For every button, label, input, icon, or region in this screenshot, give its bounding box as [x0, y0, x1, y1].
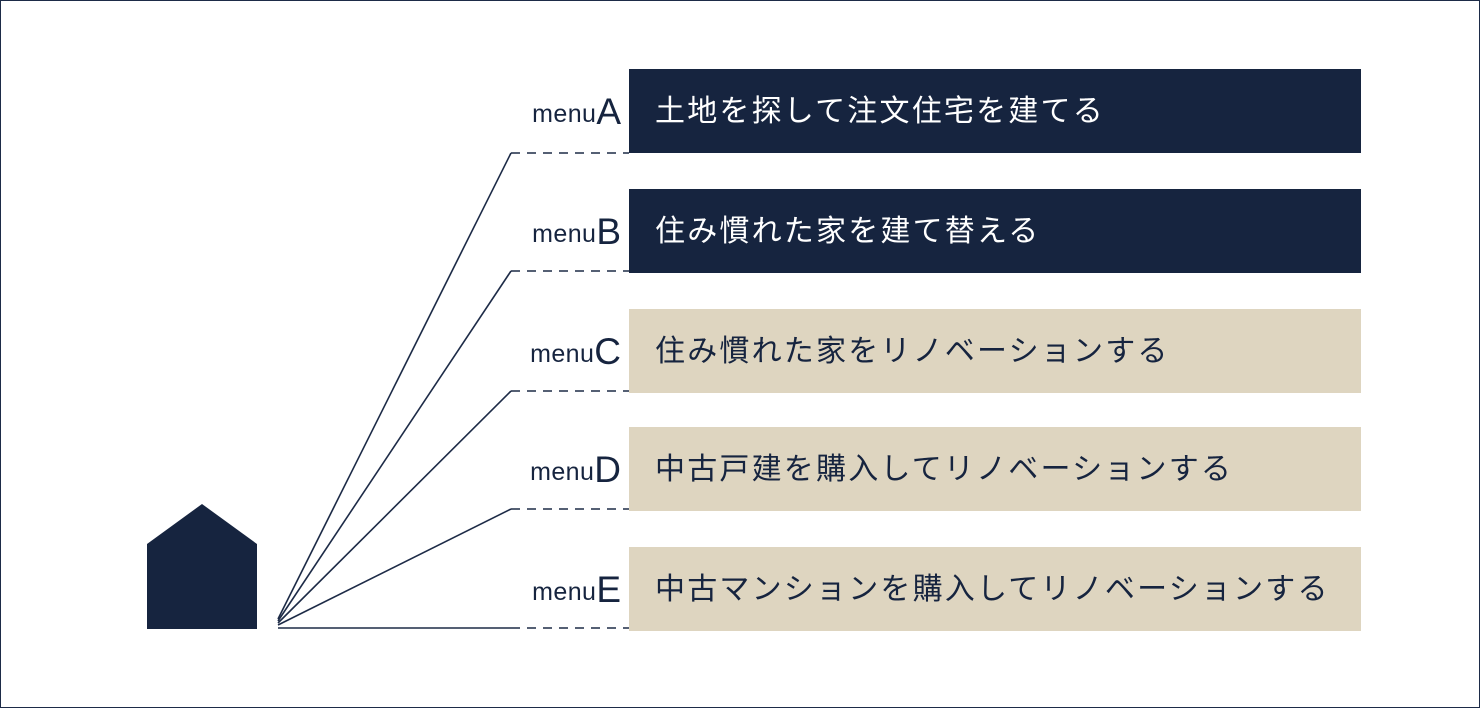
menu-text-c: 住み慣れた家をリノベーションする	[655, 333, 1170, 369]
menu-letter-d: D	[594, 448, 621, 490]
menu-text-e: 中古マンションを購入してリノベーションする	[655, 571, 1330, 607]
menu-word-b: menu	[532, 219, 597, 248]
menu-letter-a: A	[596, 90, 621, 132]
menu-bar-d[interactable]: 中古戸建を購入してリノベーションする	[629, 427, 1361, 511]
menu-word-d: menu	[530, 457, 595, 486]
menu-letter-c: C	[594, 330, 621, 372]
menu-letter-b: B	[596, 210, 621, 252]
menu-text-b: 住み慣れた家を建て替える	[655, 213, 1041, 249]
menu-word-a: menu	[532, 99, 597, 128]
menu-word-c: menu	[530, 339, 595, 368]
connector-line-b	[277, 270, 512, 622]
connector-line-c	[277, 390, 512, 624]
menu-bar-c[interactable]: 住み慣れた家をリノベーションする	[629, 309, 1361, 393]
menu-letter-e: E	[596, 568, 621, 610]
menu-bar-e[interactable]: 中古マンションを購入してリノベーションする	[629, 547, 1361, 631]
connector-line-d	[277, 508, 512, 626]
menu-bar-a[interactable]: 土地を探して注文住宅を建てる	[629, 69, 1361, 153]
connector-line-a	[277, 152, 512, 620]
menu-word-e: menu	[532, 577, 597, 606]
house-icon	[147, 504, 257, 629]
menu-bar-b[interactable]: 住み慣れた家を建て替える	[629, 189, 1361, 273]
menu-text-d: 中古戸建を購入してリノベーションする	[655, 451, 1234, 487]
menu-text-a: 土地を探して注文住宅を建てる	[655, 93, 1105, 129]
